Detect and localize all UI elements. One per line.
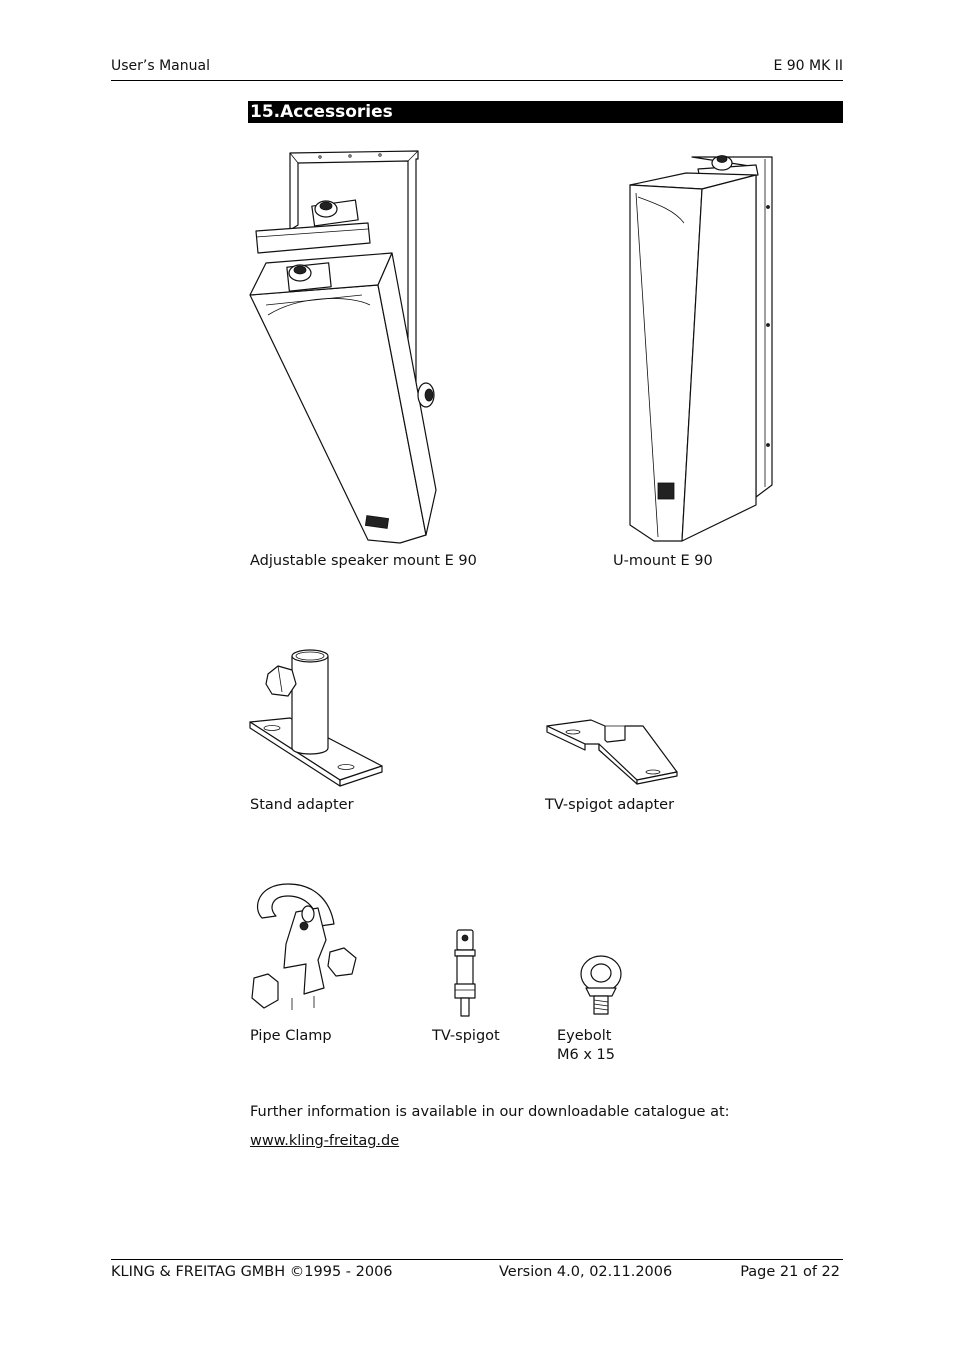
u-mount-illustration: [629, 155, 773, 542]
caption-eyebolt-size: M6 x 15: [557, 1047, 615, 1063]
eyebolt-illustration: [580, 955, 622, 1015]
caption-tv-spigot-adapter: TV-spigot adapter: [545, 797, 675, 813]
tv-spigot-adapter-illustration: [546, 719, 678, 785]
caption-eyebolt-name: Eyebolt: [557, 1028, 612, 1044]
header-manual-title: User’s Manual: [111, 58, 210, 74]
header-product-name: E 90 MK II: [773, 58, 843, 74]
caption-u-mount: U-mount E 90: [613, 553, 713, 569]
section-heading: 15.Accessories: [248, 101, 843, 123]
caption-adjustable-mount: Adjustable speaker mount E 90: [250, 553, 477, 569]
caption-stand-adapter: Stand adapter: [250, 797, 354, 813]
caption-pipe-clamp: Pipe Clamp: [250, 1028, 332, 1044]
footer-rule: [111, 1259, 843, 1260]
caption-eyebolt: Eyebolt M6 x 15: [557, 1027, 615, 1065]
footer-version: Version 4.0, 02.11.2006: [499, 1264, 673, 1280]
pipe-clamp-illustration: [251, 883, 357, 1010]
adjustable-speaker-mount-illustration: [249, 150, 437, 544]
caption-tv-spigot: TV-spigot: [432, 1028, 500, 1044]
tv-spigot-illustration: [454, 929, 476, 1017]
stand-adapter-illustration: [249, 649, 383, 787]
footer-company: KLING & FREITAG GMBH ©1995 - 2006: [111, 1264, 393, 1280]
website-link[interactable]: www.kling-freitag.de: [250, 1133, 400, 1149]
header-rule: [111, 80, 843, 81]
catalogue-info-text: Further information is available in our …: [250, 1104, 730, 1120]
section-title: Accessories: [280, 102, 393, 122]
section-number: 15.: [250, 102, 281, 122]
footer-page-number: Page 21 of 22: [740, 1264, 840, 1280]
